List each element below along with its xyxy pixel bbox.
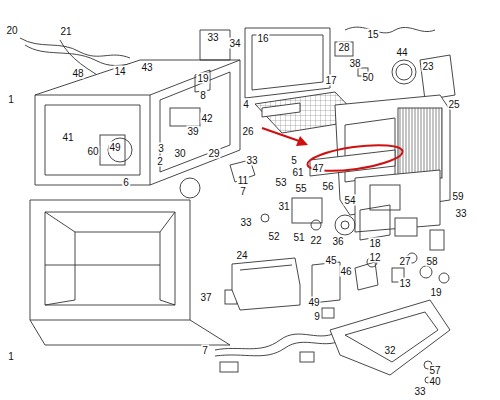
callout-number: 60 [86,146,99,157]
callout-number: 16 [256,33,269,44]
callout-number: 50 [361,72,374,83]
callout-number: 59 [451,191,464,202]
highlight-marker [262,128,404,176]
callout-number: 1 [7,94,15,105]
callout-number: 52 [267,231,280,242]
callout-number: 55 [294,183,307,194]
callout-number: 18 [368,238,381,249]
callout-number: 5 [290,155,298,166]
callout-number: 46 [339,266,352,277]
callout-number: 44 [395,47,408,58]
callout-number: 48 [71,68,84,79]
callout-number: 41 [61,132,74,143]
callout-number: 13 [398,278,411,289]
callout-number: 54 [343,195,356,206]
callout-number: 14 [113,66,126,77]
callout-number: 57 [428,365,441,376]
callout-number: 40 [428,376,441,387]
callout-number: 25 [447,99,460,110]
callout-number: 6 [122,177,130,188]
callout-number: 33 [413,386,426,397]
callout-number: 33 [454,208,467,219]
callout-number: 45 [324,255,337,266]
callout-number: 3 [157,143,165,154]
callout-number: 33 [245,155,258,166]
callout-number: 29 [207,148,220,159]
callout-number: 38 [348,58,361,69]
callout-number: 27 [398,256,411,267]
callout-number: 20 [5,25,18,36]
callout-number: 49 [108,142,121,153]
callout-number: 12 [368,252,381,263]
callout-number: 2 [156,156,164,167]
callout-number: 9 [313,311,321,322]
callout-number: 23 [421,61,434,72]
callout-number: 19 [196,73,209,84]
callout-number: 11 [237,175,249,186]
callout-number: 1 [7,351,15,362]
callout-number: 36 [331,236,344,247]
callout-number: 61 [291,167,304,178]
callout-number: 43 [140,62,153,73]
callout-number: 8 [199,90,207,101]
callout-number: 17 [324,75,337,86]
callout-number: 26 [241,126,254,137]
callout-number: 56 [321,181,334,192]
callout-number: 33 [206,32,219,43]
callout-number: 39 [186,126,199,137]
callout-number: 24 [235,250,248,261]
callout-number: 15 [366,29,379,40]
callout-number: 28 [337,42,350,53]
callout-number: 32 [383,345,396,356]
callout-number: 33 [239,217,252,228]
callout-number: 4 [242,99,250,110]
callout-number: 53 [274,177,287,188]
callout-number: 37 [199,292,212,303]
callout-number: 31 [277,201,290,212]
callout-number: 19 [429,287,442,298]
callout-number: 49 [307,297,320,308]
callout-number: 42 [200,113,213,124]
callout-number: 30 [173,148,186,159]
callout-number: 21 [59,26,72,37]
callout-number: 58 [425,256,438,267]
callout-number: 34 [228,38,241,49]
callout-number: 22 [309,235,322,246]
callout-number: 7 [239,186,247,197]
callout-number: 51 [292,232,305,243]
callout-number: 47 [311,163,324,174]
callout-number: 7 [201,345,209,356]
